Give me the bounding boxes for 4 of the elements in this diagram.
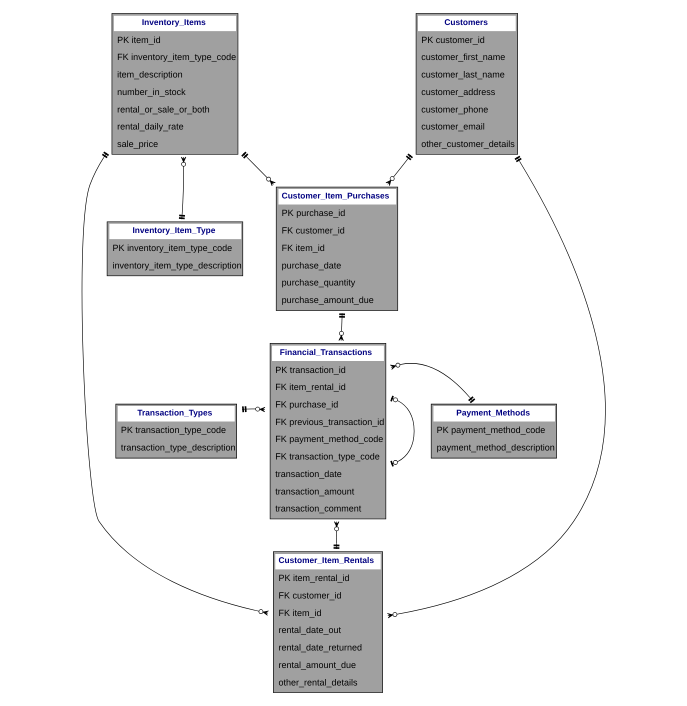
connector <box>387 156 606 618</box>
connector <box>334 521 340 550</box>
connector <box>386 153 413 186</box>
connector <box>241 152 276 186</box>
